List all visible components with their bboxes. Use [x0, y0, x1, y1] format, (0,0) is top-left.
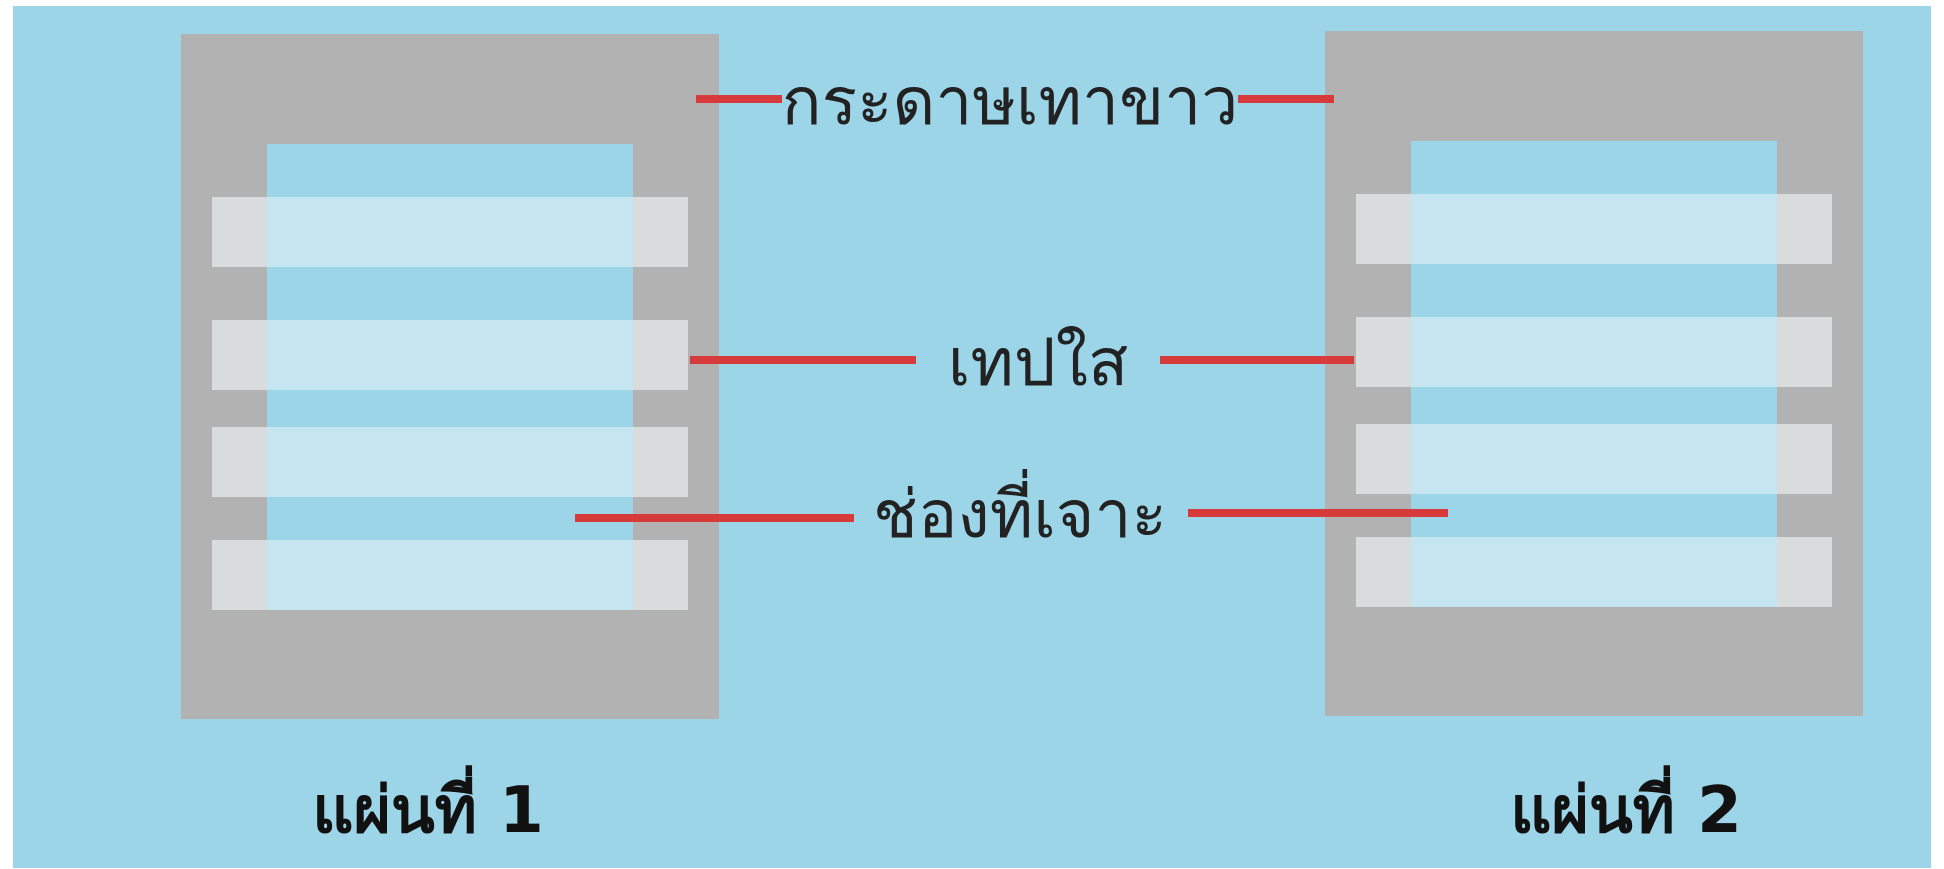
label-gray-paper: กระดาษเทาขาว [782, 63, 1239, 140]
sheet-2 [1325, 31, 1863, 716]
sheet-2-tape-strip-3-over-hole [1411, 424, 1777, 494]
sheet-2-tape-strip-2-over-hole [1411, 317, 1777, 387]
sheet-1-tape-strip-4-over-hole [267, 540, 633, 610]
label-punched-hole: ช่องที่เจาะ [873, 469, 1167, 553]
caption-sheet-2: แผ่นที่ 2 [1510, 765, 1742, 848]
caption-sheet-1: แผ่นที่ 1 [312, 765, 544, 848]
sheet-2-tape-strip-1-over-hole [1411, 194, 1777, 264]
sheet-2-tape-strip-4-over-hole [1411, 537, 1777, 607]
label-clear-tape: เทปใส [948, 324, 1128, 401]
sheet-1-tape-strip-3-over-hole [267, 427, 633, 497]
sheet-1 [181, 34, 719, 719]
sheet-1-tape-strip-2-over-hole [267, 320, 633, 390]
leader-lines [575, 95, 1448, 522]
sheet-1-tape-strip-1-over-hole [267, 197, 633, 267]
